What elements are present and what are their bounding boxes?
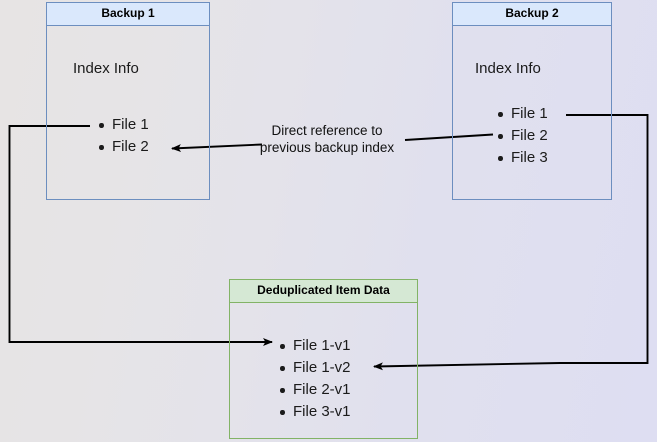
list-item: File 2	[497, 125, 548, 147]
node-deduplicated-item-data-header: Deduplicated Item Data	[230, 280, 417, 303]
node-backup-2-body: Index Info File 1 File 2 File 3	[453, 26, 611, 199]
backup-1-file-list: File 1 File 2	[98, 114, 149, 158]
list-item: File 2	[98, 136, 149, 158]
backup-2-index-info-label: Index Info	[475, 60, 541, 77]
list-item: File 1	[497, 103, 548, 125]
list-item: File 1-v2	[279, 357, 351, 379]
node-backup-1[interactable]: Backup 1 Index Info File 1 File 2	[46, 2, 210, 200]
list-item: File 3-v1	[279, 401, 351, 423]
node-deduplicated-item-data-body: File 1-v1 File 1-v2 File 2-v1 File 3-v1	[230, 303, 417, 437]
node-backup-2-header: Backup 2	[453, 3, 611, 26]
backup-1-index-info-label: Index Info	[73, 60, 139, 77]
edge-label-line-2: previous backup index	[259, 140, 395, 155]
edge-label-line-1: Direct reference to	[271, 123, 383, 138]
list-item: File 2-v1	[279, 379, 351, 401]
list-item: File 1-v1	[279, 335, 351, 357]
dedup-file-list: File 1-v1 File 1-v2 File 2-v1 File 3-v1	[279, 335, 351, 423]
node-backup-1-header: Backup 1	[47, 3, 209, 26]
list-item: File 3	[497, 147, 548, 169]
node-deduplicated-item-data[interactable]: Deduplicated Item Data File 1-v1 File 1-…	[229, 279, 418, 439]
backup-2-file-list: File 1 File 2 File 3	[497, 103, 548, 169]
edge-label-direct-reference: Direct reference to previous backup inde…	[252, 122, 402, 156]
node-backup-1-body: Index Info File 1 File 2	[47, 26, 209, 199]
list-item: File 1	[98, 114, 149, 136]
node-backup-2[interactable]: Backup 2 Index Info File 1 File 2 File 3	[452, 2, 612, 200]
